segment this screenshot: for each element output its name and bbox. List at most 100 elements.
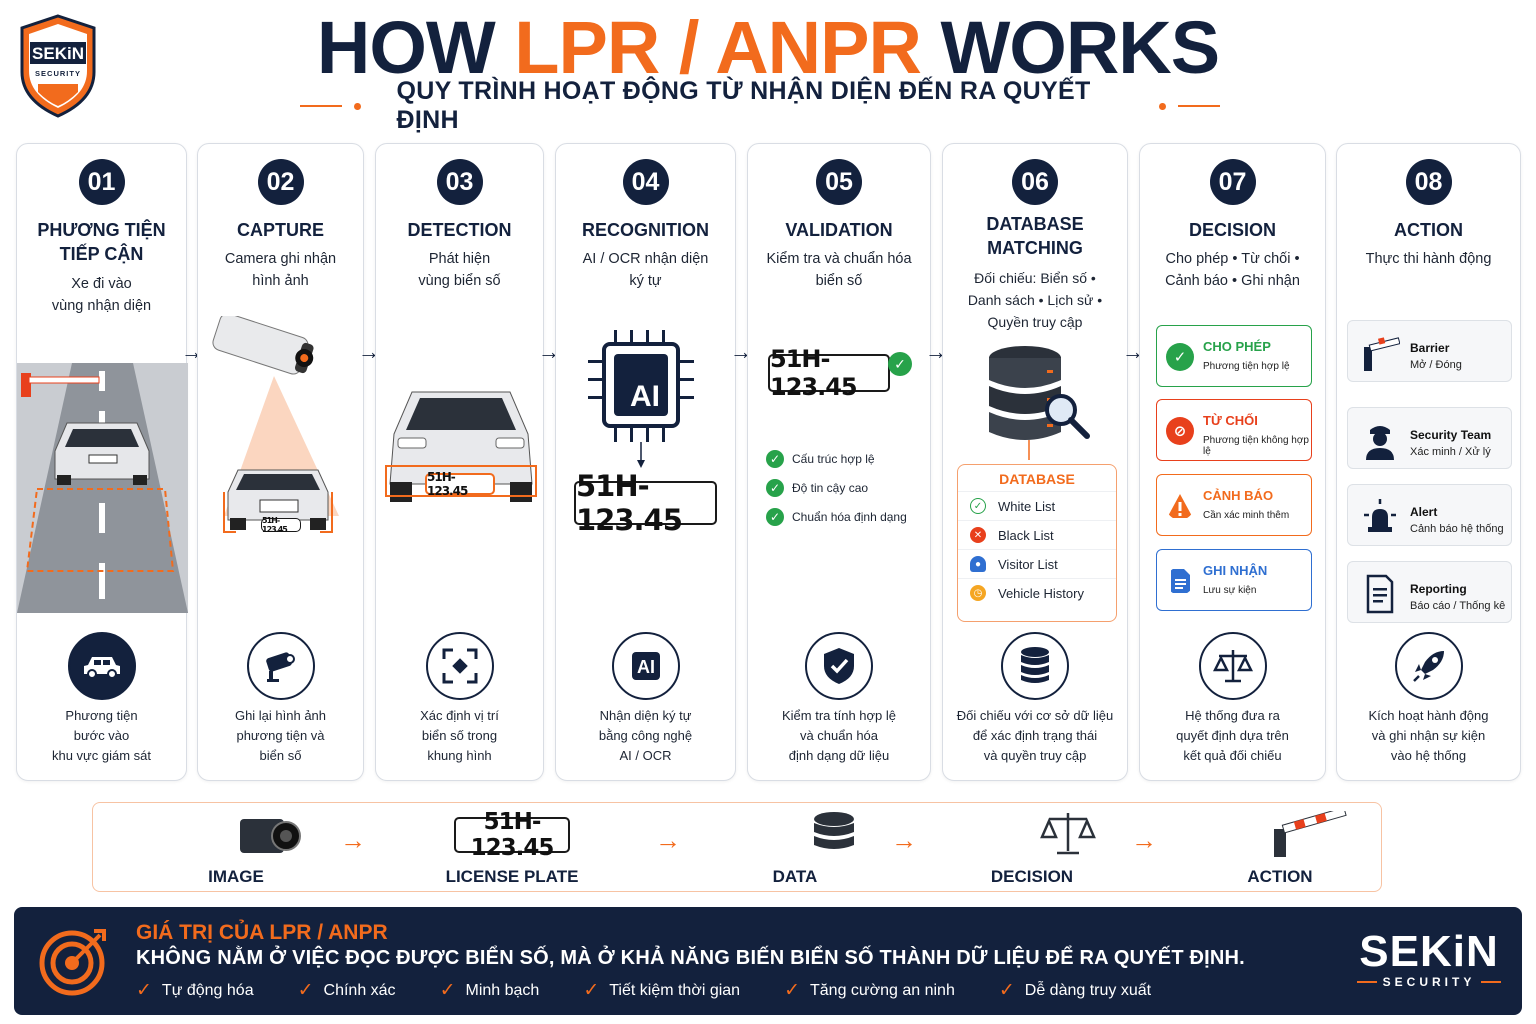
database-heading: DATABASE	[999, 471, 1075, 487]
step-number: 05	[816, 159, 862, 205]
sekin-logo: SEKiN SECURITY	[20, 14, 96, 118]
step-number: 02	[257, 159, 304, 205]
step-desc: Thực thi hành động	[1365, 251, 1492, 267]
check-icon: ✓	[766, 479, 784, 497]
step-number: 08	[1405, 159, 1452, 205]
step-title: DECISION	[1188, 220, 1276, 240]
database-icon	[813, 812, 854, 849]
car-icon	[67, 632, 136, 700]
flow-item-data: DATA	[695, 811, 895, 886]
check-icon: ✓	[784, 980, 800, 1001]
step-arrow: →	[358, 339, 380, 364]
user-icon: ●	[970, 556, 986, 572]
feature-item: ✓Tự động hóa	[136, 980, 254, 1001]
warning-icon	[1167, 494, 1193, 518]
validation-checklist: ✓Cấu trúc hợp lệ ✓Độ tin cậy cao ✓Chuẩn …	[766, 450, 907, 537]
check-icon: ✓	[583, 980, 600, 1001]
page-title: HOW LPR / ANPR WORKS	[316, 6, 1220, 89]
step-desc: Cho phép • Từ chối •Cảnh báo • Ghi nhận	[1165, 251, 1300, 289]
step-number: 01	[78, 159, 125, 205]
barrier-icon	[1364, 337, 1400, 371]
step-number: 03	[436, 159, 483, 205]
barrier-icon	[1274, 806, 1347, 857]
alarm-light-icon	[1364, 499, 1396, 532]
rocket-icon	[1394, 632, 1463, 700]
subtitle-row: QUY TRÌNH HOẠT ĐỘNG TỪ NHẬN DIỆN ĐẾN RA …	[300, 77, 1220, 134]
value-banner: GIÁ TRỊ CỦA LPR / ANPR KHÔNG NẰM Ở VIỆC …	[14, 907, 1522, 1015]
flow-arrow: →	[891, 825, 917, 855]
ai-chip-label: AI	[630, 380, 660, 413]
check-item: ✓Cấu trúc hợp lệ	[766, 450, 907, 468]
check-item: ✓Chuẩn hóa định dạng	[766, 508, 907, 526]
flow-item-license-plate: 51H-123.45 LICENSE PLATE	[445, 809, 579, 886]
step-title: VALIDATION	[785, 220, 893, 240]
step-arrow: →	[925, 339, 947, 364]
feature-item: ✓Minh bạch	[439, 980, 540, 1001]
svg-text:AI: AI	[637, 657, 655, 677]
step-number: 07	[1209, 159, 1256, 205]
flow-plate: 51H-123.45	[454, 809, 570, 861]
detection-car-illustration	[385, 391, 537, 502]
check-icon: ✓	[998, 980, 1015, 1001]
step-number: 04	[622, 159, 669, 205]
step-title: RECOGNITION	[581, 220, 709, 240]
focus-icon	[425, 632, 494, 700]
feature-item: ✓Dễ dàng truy xuất	[998, 980, 1152, 1001]
database-icon	[1001, 632, 1069, 700]
flow-arrow: →	[1131, 825, 1157, 855]
validation-plate: 51H-123.45	[768, 345, 890, 401]
check-item: ✓Độ tin cậy cao	[766, 479, 907, 497]
step-desc: Đối chiếu: Biển số •Danh sách • Lịch sử …	[967, 270, 1103, 330]
check-icon: ✓	[970, 498, 986, 514]
svg-text:SEKiN: SEKiN	[32, 44, 84, 63]
check-circle-icon: ✓	[1166, 343, 1194, 371]
decision-warning: CẢNH BÁO Cần xác minh thêm	[1156, 474, 1312, 536]
target-icon	[39, 929, 106, 996]
data-flow-bar: IMAGE → 51H-123.45 LICENSE PLATE → DATA …	[92, 802, 1382, 892]
flow-item-decision: DECISION	[932, 811, 1132, 886]
step-title: CAPTURE	[236, 220, 324, 240]
history-icon: ◷	[970, 585, 986, 601]
detection-plate: 51H-123.45	[425, 470, 495, 498]
flow-item-action: ACTION	[1180, 806, 1380, 886]
scales-icon	[1039, 813, 1096, 855]
step-arrow: →	[730, 339, 752, 364]
check-icon: ✓	[136, 980, 152, 1001]
banner-statement: KHÔNG NẰM Ở VIỆC ĐỌC ĐƯỢC BIỂN SỐ, MÀ Ở …	[136, 947, 1245, 969]
feature-item: ✓Tiết kiệm thời gian	[583, 980, 741, 1001]
step-card-07: 07 DECISION Cho phép • Từ chối •Cảnh báo…	[1139, 143, 1326, 781]
database-panel: DATABASE ✓White List ✕Black List ●Visito…	[957, 464, 1117, 622]
camera-capture-illustration	[212, 316, 339, 533]
check-icon: ✓	[439, 980, 456, 1001]
decision-deny: ⊘ TỪ CHỐI Phương tiện không hợp lệ	[1156, 399, 1312, 461]
db-list-item: ◷Vehicle History	[958, 578, 1116, 607]
step-number: 06	[1012, 159, 1058, 205]
recognition-plate: 51H-123.45	[574, 469, 717, 537]
camera-icon	[239, 819, 301, 853]
decision-log: GHI NHẬN Lưu sự kiện	[1156, 549, 1312, 611]
feature-item: ✓Chính xác	[297, 980, 396, 1001]
step-arrow: →	[1122, 339, 1144, 364]
